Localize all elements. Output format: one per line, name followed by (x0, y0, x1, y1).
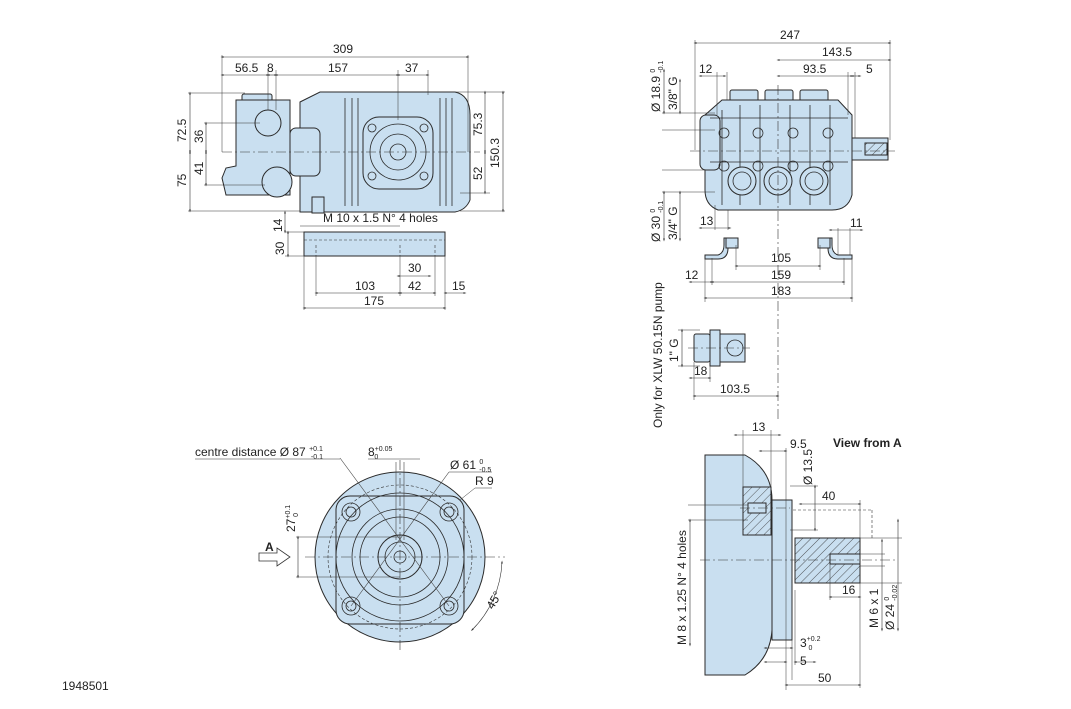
dim-309: 309 (333, 42, 353, 56)
mount-thread-label: M 10 x 1.5 N° 4 holes (323, 211, 438, 225)
dim-40: 40 (822, 489, 836, 503)
dim-50: 50 (818, 671, 832, 685)
dim-16: 16 (842, 583, 856, 597)
dim-52: 52 (471, 166, 485, 180)
pump-front-body (690, 85, 895, 420)
dim-18: 18 (694, 364, 708, 378)
dim-12: 12 (685, 268, 699, 282)
dim-12-top: 12 (699, 62, 713, 76)
dim-75-3: 75.3 (471, 112, 485, 136)
centre-distance-label: centre distance Ø 87 +0.1-0.1 (195, 445, 323, 461)
xlw-note: Only for XLW 50.15N pump (651, 282, 665, 428)
xlw-thread-label: 1" G (667, 338, 681, 362)
view-a-arrow-icon (258, 547, 291, 567)
dim-8: 8 (267, 61, 274, 75)
dim-105: 105 (771, 251, 791, 265)
view-from-a-title: View from A (833, 436, 902, 450)
inlet-thread-label: 3/8" G (666, 76, 680, 110)
xlw-detail: Only for XLW 50.15N pump 1" G 18 103.5 (651, 282, 780, 428)
dim-72-5: 72.5 (175, 118, 189, 142)
dim-14: 14 (271, 218, 285, 232)
drawing-number: 1948501 (62, 679, 109, 693)
key-height-label: 27+0.10 (284, 505, 300, 532)
dim-30-height: 30 (273, 241, 287, 255)
dim-37: 37 (405, 61, 419, 75)
inlet-dia-label: Ø 18.9 0-0.1 (649, 61, 665, 112)
dim-9-5: 9.5 (790, 437, 807, 451)
dim-75: 75 (175, 173, 189, 187)
shaft-view: View from A 13 9.5 Ø 13.5 40 M 8 x 1.25 … (675, 420, 902, 690)
dim-143-5: 143.5 (822, 45, 852, 59)
dim-175: 175 (364, 294, 384, 308)
dim-30: 30 (408, 261, 422, 275)
flange-thread-label: M 8 x 1.25 N° 4 holes (675, 530, 689, 645)
angle-label: 45° (483, 589, 504, 612)
bolt-holes (341, 502, 459, 616)
dim-247: 247 (780, 28, 800, 42)
dim-159: 159 (771, 268, 791, 282)
dim-11: 11 (850, 216, 863, 230)
pump-side-body (221, 91, 480, 214)
dim-41: 41 (192, 161, 206, 175)
bore-dia-label: Ø 13.5 (801, 449, 815, 485)
dim-36: 36 (192, 129, 206, 143)
mounting-feet (704, 237, 853, 260)
shaft-thread-label: M 6 x 1 (867, 588, 881, 628)
shaft-dia-label: Ø 24 0-0.02 (883, 585, 899, 630)
radius-label: R 9 (475, 474, 494, 488)
dim-13-shaft: 13 (752, 420, 766, 434)
dim-42: 42 (408, 279, 422, 293)
view-arrow-label: A (265, 540, 274, 554)
spigot-dia-label: Ø 61 0-0.5 (450, 458, 491, 474)
dim-5: 5 (866, 62, 873, 76)
outlet-dia-label: Ø 30 0-0.1 (649, 201, 665, 242)
dim-5-shaft: 5 (800, 654, 807, 668)
front-view: 247 143.5 93.5 5 12 Ø 18.9 0-0.1 3/8" G … (649, 28, 895, 420)
dim-150-3: 150.3 (488, 138, 502, 168)
dim-56-5: 56.5 (235, 61, 259, 75)
dim-93-5: 93.5 (803, 62, 827, 76)
outlet-thread-label: 3/4" G (666, 206, 680, 240)
dim-183: 183 (771, 284, 791, 298)
side-view: 309 56.5 8 157 37 72.5 75 36 41 75.3 52 … (175, 42, 505, 310)
dim-157: 157 (328, 61, 348, 75)
dim-103-5: 103.5 (720, 382, 750, 396)
dim-15: 15 (452, 279, 466, 293)
dim-103: 103 (355, 279, 375, 293)
base-plate (303, 231, 446, 257)
dim-13: 13 (700, 214, 714, 228)
